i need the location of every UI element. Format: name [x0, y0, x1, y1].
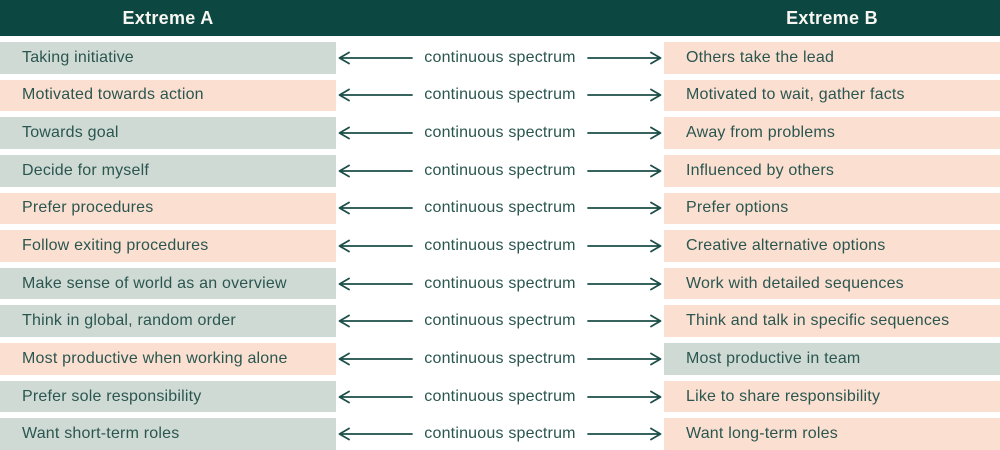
left-arrow-icon: [338, 239, 414, 253]
extreme-b-cell: Most productive in team: [664, 343, 1000, 375]
table-row: Motivated towards action continuous spec…: [0, 79, 1000, 112]
spectrum-cell: continuous spectrum: [336, 343, 664, 375]
left-arrow-icon: [338, 427, 414, 441]
spectrum-label: continuous spectrum: [424, 349, 576, 367]
spectrum-label: continuous spectrum: [424, 274, 576, 292]
left-arrow-icon: [338, 390, 414, 403]
header-extreme-b: Extreme B: [786, 7, 878, 28]
extreme-a-cell: Most productive when working alone: [0, 343, 336, 375]
spectrum-cell: continuous spectrum: [336, 305, 664, 338]
spectrum-label: continuous spectrum: [424, 387, 576, 405]
extreme-b-cell: Prefer options: [664, 192, 1000, 225]
spectrum-cell: continuous spectrum: [336, 192, 664, 225]
extreme-b-cell: Want long-term roles: [664, 418, 1000, 450]
table-rows: Taking initiative continuous spectrum Ot…: [0, 36, 1000, 450]
extreme-b-cell: Away from problems: [664, 117, 1000, 149]
left-arrow-icon: [338, 314, 414, 328]
spectrum-cell: continuous spectrum: [336, 418, 664, 450]
table-header: Extreme A Extreme B: [0, 0, 1000, 36]
table-row: Most productive when working alone conti…: [0, 343, 1000, 375]
right-arrow-icon: [586, 239, 662, 253]
right-arrow-icon: [586, 126, 662, 140]
right-arrow-icon: [586, 89, 662, 102]
spectrum-cell: continuous spectrum: [336, 117, 664, 149]
left-arrow-icon: [338, 352, 414, 366]
spectrum-label: continuous spectrum: [424, 48, 576, 66]
spectrum-cell: continuous spectrum: [336, 79, 664, 112]
table-row: Decide for myself continuous spectrum In…: [0, 154, 1000, 187]
extreme-a-cell: Make sense of world as an overview: [0, 267, 336, 300]
table-row: Make sense of world as an overview conti…: [0, 267, 1000, 300]
left-arrow-icon: [338, 126, 414, 140]
table-row: Follow exiting procedures continuous spe…: [0, 230, 1000, 262]
spectrum-label: continuous spectrum: [424, 425, 576, 443]
extreme-b-cell: Think and talk in specific sequences: [664, 305, 1000, 338]
header-extreme-a: Extreme A: [122, 7, 214, 28]
spectrum-cell: continuous spectrum: [336, 267, 664, 300]
right-arrow-icon: [586, 277, 662, 291]
spectrum-cell: continuous spectrum: [336, 42, 664, 74]
extreme-a-cell: Want short-term roles: [0, 418, 336, 450]
spectrum-label: continuous spectrum: [424, 86, 576, 104]
extreme-a-cell: Motivated towards action: [0, 79, 336, 112]
spectrum-label: continuous spectrum: [424, 312, 576, 330]
extreme-b-cell: Work with detailed sequences: [664, 267, 1000, 300]
table-row: Prefer procedures continuous spectrum Pr…: [0, 192, 1000, 225]
left-arrow-icon: [338, 89, 414, 102]
spectrum-label: continuous spectrum: [424, 161, 576, 179]
right-arrow-icon: [586, 427, 662, 441]
extreme-b-cell: Like to share responsibility: [664, 380, 1000, 413]
spectrum-label: continuous spectrum: [424, 199, 576, 217]
extreme-b-cell: Others take the lead: [664, 42, 1000, 74]
extreme-a-cell: Prefer procedures: [0, 192, 336, 225]
spectrum-cell: continuous spectrum: [336, 154, 664, 187]
extreme-b-cell: Influenced by others: [664, 154, 1000, 187]
right-arrow-icon: [586, 314, 662, 328]
extreme-a-cell: Prefer sole responsibility: [0, 380, 336, 413]
extreme-a-cell: Think in global, random order: [0, 305, 336, 338]
table-row: Want short-term roles continuous spectru…: [0, 418, 1000, 450]
left-arrow-icon: [338, 164, 414, 178]
left-arrow-icon: [338, 201, 414, 215]
right-arrow-icon: [586, 390, 662, 403]
right-arrow-icon: [586, 201, 662, 215]
extreme-a-cell: Taking initiative: [0, 42, 336, 74]
spectrum-cell: continuous spectrum: [336, 230, 664, 262]
right-arrow-icon: [586, 164, 662, 178]
extreme-a-cell: Towards goal: [0, 117, 336, 149]
extreme-a-cell: Follow exiting procedures: [0, 230, 336, 262]
table-row: Taking initiative continuous spectrum Ot…: [0, 42, 1000, 74]
extreme-b-cell: Motivated to wait, gather facts: [664, 79, 1000, 112]
spectrum-label: continuous spectrum: [424, 124, 576, 142]
right-arrow-icon: [586, 51, 662, 65]
extreme-b-cell: Creative alternative options: [664, 230, 1000, 262]
table-row: Towards goal continuous spectrum Away fr…: [0, 117, 1000, 149]
spectrum-label: continuous spectrum: [424, 237, 576, 255]
left-arrow-icon: [338, 277, 414, 291]
left-arrow-icon: [338, 51, 414, 65]
table-row: Think in global, random order continuous…: [0, 305, 1000, 338]
spectrum-cell: continuous spectrum: [336, 380, 664, 413]
extreme-a-cell: Decide for myself: [0, 154, 336, 187]
table-row: Prefer sole responsibility continuous sp…: [0, 380, 1000, 413]
right-arrow-icon: [586, 352, 662, 366]
